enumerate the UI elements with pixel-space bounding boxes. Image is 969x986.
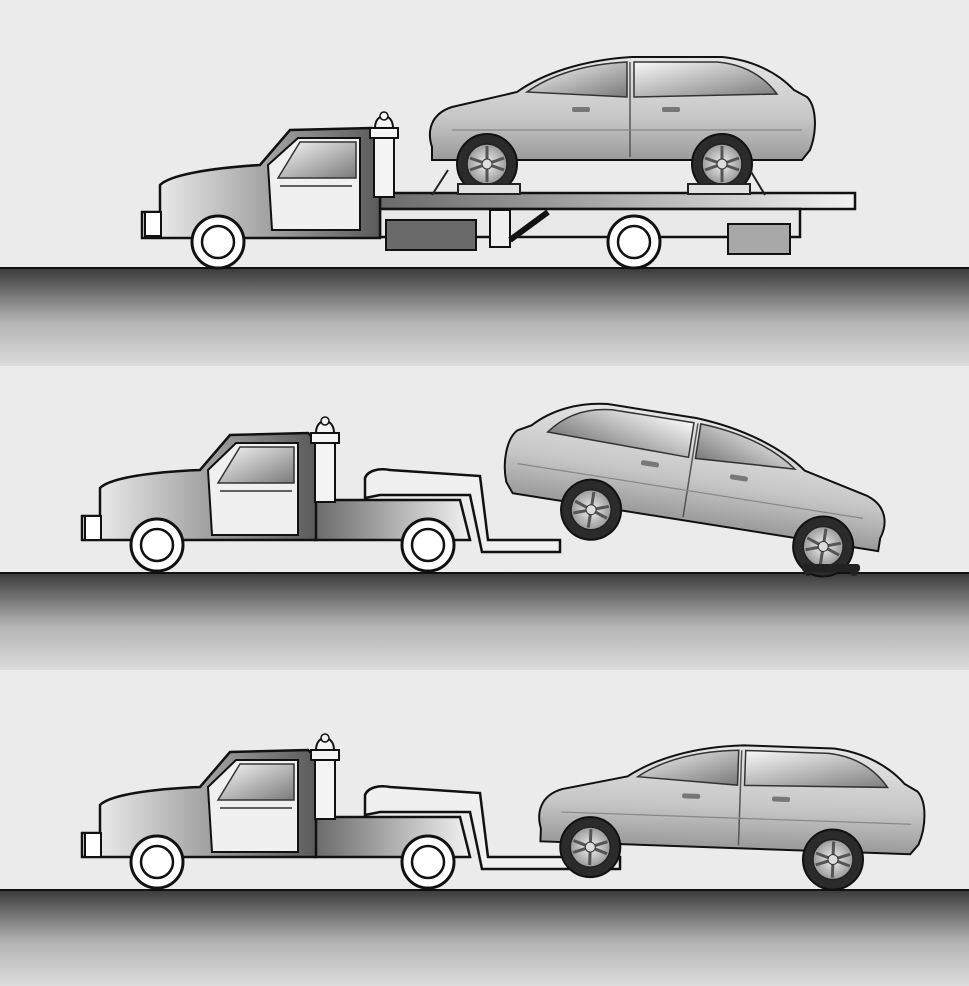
flatbed-tow-truck-icon <box>140 111 857 270</box>
road <box>0 573 969 670</box>
tie-down-chain-icon <box>431 169 766 196</box>
wheel-lift-tow-truck-icon <box>80 733 622 890</box>
panel-wheel-lift-front <box>0 733 969 986</box>
road <box>0 890 969 986</box>
beacon-icon <box>369 111 399 198</box>
road <box>0 268 969 366</box>
wheel-lift-tow-truck-icon <box>80 416 562 573</box>
dolly-icon <box>802 564 860 576</box>
panel-wheel-lift-with-dollies <box>0 388 969 670</box>
beacon-icon <box>310 416 340 503</box>
beacon-icon <box>310 733 340 820</box>
panel-flatbed <box>0 56 969 366</box>
